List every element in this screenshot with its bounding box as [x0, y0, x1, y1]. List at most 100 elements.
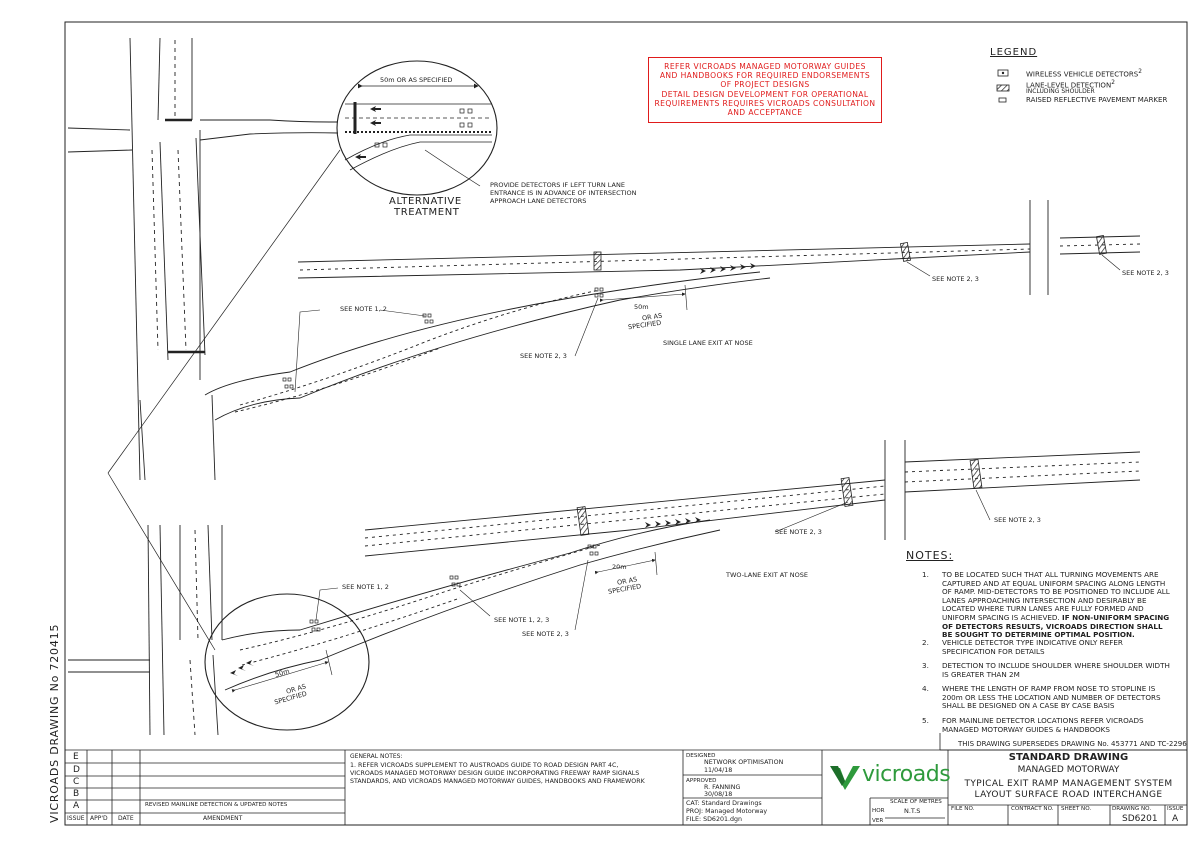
- legend-item-lane-label: LANE-LEVEL DETECTION: [1026, 81, 1112, 90]
- note-5-text: FOR MAINLINE DETECTOR LOCATIONS REFER VI…: [942, 716, 1144, 734]
- legend-item-lane-sub: INCLUDING SHOULDER: [1026, 88, 1095, 95]
- note-5-num: 5.: [922, 716, 929, 725]
- red-note-line-4: DETAIL DESIGN DEVELOPMENT FOR OPERATIONA…: [661, 90, 869, 100]
- plan1-dim-a: 50m: [634, 303, 649, 311]
- general-notes-title: GENERAL NOTES:: [350, 753, 403, 760]
- rev-e: E: [73, 752, 79, 762]
- note-1-num: 1.: [922, 570, 929, 579]
- note-2-text: VEHICLE DETECTOR TYPE INDICATIVE ONLY RE…: [942, 638, 1123, 656]
- red-note-line-2: AND HANDBOOKS FOR REQUIRED ENDORSEMENTS: [659, 70, 871, 80]
- red-note-line-3: OF PROJECT DESIGNS: [720, 79, 810, 89]
- plan1-lane-detector-right2: [1096, 234, 1107, 255]
- sheet-border: [64, 21, 1188, 826]
- red-note-line-5: REQUIREMENTS REQUIRES VICROADS CONSULTAT…: [654, 99, 876, 109]
- note-3-num: 3.: [922, 661, 929, 670]
- red-note-box: REFER VICROADS MANAGED MOTORWAY GUIDES A…: [648, 57, 882, 123]
- plan2-lane-detector-main: [576, 506, 590, 536]
- inset-callout-2: ENTRANCE IS IN ADVANCE OF INTERSECTION: [490, 189, 637, 197]
- scale-label: SCALE OF METRES: [890, 799, 942, 805]
- plan2-see-note-123: SEE NOTE 1, 2, 3: [494, 616, 550, 624]
- scale-value: N.T.S: [904, 807, 921, 815]
- plan2-see-note-23-right: SEE NOTE 2, 3: [994, 516, 1041, 524]
- plan1-chevrons: [700, 263, 756, 274]
- approved-label: APPROVED: [686, 778, 717, 784]
- hdr-amendment: AMENDMENT: [203, 815, 243, 822]
- plan2-caption: TWO-LANE EXIT AT NOSE: [726, 571, 808, 579]
- approved-by: R. FANNING: [704, 784, 741, 791]
- legend-item-wireless-label: WIRELESS VEHICLE DETECTORS: [1026, 70, 1139, 79]
- plan2-see-note-23-main: SEE NOTE 2, 3: [775, 528, 822, 536]
- plan1-lane-detector-right1: [900, 241, 911, 262]
- red-note-line-6: AND ACCEPTANCE: [727, 107, 803, 117]
- contract-no-label: CONTRACT NO.: [1011, 806, 1054, 812]
- approved-date: 30/08/18: [704, 791, 733, 798]
- plan2-see-note-23-ramp: SEE NOTE 2, 3: [522, 630, 569, 638]
- plan1-see-note-23-main: SEE NOTE 2, 3: [932, 275, 979, 283]
- inset-leaders: [107, 149, 481, 651]
- title-line-2: LAYOUT SURFACE ROAD INTERCHANGE: [974, 790, 1163, 800]
- plan2-dim-a: 20m: [612, 563, 627, 571]
- inset-roadway: [344, 83, 492, 171]
- rev-d: D: [73, 765, 80, 775]
- note-4-text: WHERE THE LENGTH OF RAMP FROM NOSE TO ST…: [942, 684, 1161, 711]
- file-no-label: FILE NO.: [951, 806, 975, 812]
- note-1-text: TO BE LOCATED SUCH THAT ALL TURNING MOVE…: [942, 570, 1172, 640]
- drawing-number-vertical: VICROADS DRAWING No 720415: [48, 623, 61, 823]
- plan1-wireless-detectors: [282, 287, 604, 389]
- plan1-ramp: [204, 271, 771, 421]
- note-4-num: 4.: [922, 684, 929, 693]
- vicroads-logo-text: vicroads: [862, 762, 951, 787]
- supersedes-note: THIS DRAWING SUPERSEDES DRAWING No. 4537…: [958, 740, 1187, 748]
- drawing-no-label: DRAWING NO.: [1112, 806, 1152, 812]
- general-note-3: STANDARDS, AND VICROADS MANAGED MOTORWAY…: [350, 778, 645, 785]
- rev-a-text: REVISED MAINLINE DETECTION & UPDATED NOT…: [145, 802, 288, 808]
- general-note-2: VICROADS MANAGED MOTORWAY DESIGN GUIDE I…: [350, 770, 640, 777]
- plan1-lane-detector-main: [593, 251, 602, 271]
- plan1-see-note-12: SEE NOTE 1, 2: [340, 305, 387, 313]
- legend-wireless-dot: [1001, 71, 1005, 75]
- note-1-bold: IF NON-UNIFORM SPACING OF DETECTORS RESU…: [942, 612, 1170, 640]
- standard-drawing-label: STANDARD DRAWING: [1008, 752, 1129, 763]
- note-3-text: DETECTION TO INCLUDE SHOULDER WHERE SHOU…: [942, 661, 1170, 679]
- plan1-cross-road: [67, 37, 339, 481]
- issue-label: ISSUE: [1167, 806, 1184, 812]
- designed-by: NETWORK OPTIMISATION: [704, 759, 784, 766]
- plan1-leaders: [294, 254, 1121, 393]
- designed-date: 11/04/18: [704, 767, 733, 774]
- hdr-date: DATE: [118, 815, 134, 822]
- hdr-issue: ISSUE: [67, 815, 85, 822]
- inset-callout-3: APPROACH LANE DETECTORS: [490, 197, 587, 205]
- inset-dimension: 50m OR AS SPECIFIED: [380, 76, 453, 84]
- legend-wireless-symbol: [997, 69, 1009, 77]
- inset-detectors: [374, 108, 473, 148]
- plan2-lane-detector-right2: [969, 459, 983, 489]
- title-line-1: TYPICAL EXIT RAMP MANAGEMENT SYSTEM: [964, 779, 1173, 789]
- note-1-body: TO BE LOCATED SUCH THAT ALL TURNING MOVE…: [942, 570, 1170, 622]
- plan1-see-note-23-right: SEE NOTE 2, 3: [1122, 269, 1169, 277]
- rev-a: A: [73, 801, 80, 811]
- hdr-appd: APP'D: [90, 815, 108, 822]
- plan2-cross-road: [68, 524, 223, 736]
- legend-item-wireless: WIRELESS VEHICLE DETECTORS2: [1026, 69, 1142, 79]
- plan2-leaders: [231, 489, 991, 693]
- legend-title: LEGEND: [990, 47, 1038, 58]
- cat-value: CAT: Standard Drawings: [686, 800, 762, 807]
- note-2-num: 2.: [922, 638, 929, 647]
- inset-title-1: ALTERNATIVE: [389, 196, 462, 207]
- title-block-grid: [65, 749, 1187, 825]
- legend-item-lane: LANE-LEVEL DETECTION2: [1026, 80, 1115, 90]
- scale-ver: VER: [872, 818, 884, 824]
- rev-b: B: [73, 789, 80, 799]
- legend-marker-symbol: [998, 97, 1007, 103]
- inset-arrows: [355, 106, 381, 160]
- drawing-no-value: SD6201: [1122, 814, 1158, 824]
- plan2-lane-detector-right1: [840, 477, 854, 507]
- legend-item-marker: RAISED REFLECTIVE PAVEMENT MARKER: [1026, 96, 1168, 104]
- series-label: MANAGED MOTORWAY: [1017, 765, 1120, 775]
- inset-circle: [336, 60, 498, 196]
- general-note-1: 1. REFER VICROADS SUPPLEMENT TO AUSTROAD…: [350, 762, 619, 769]
- notes-title: NOTES:: [906, 549, 954, 562]
- legend-item-wireless-sup: 2: [1138, 69, 1142, 75]
- plan2-callout-circle: [204, 593, 370, 731]
